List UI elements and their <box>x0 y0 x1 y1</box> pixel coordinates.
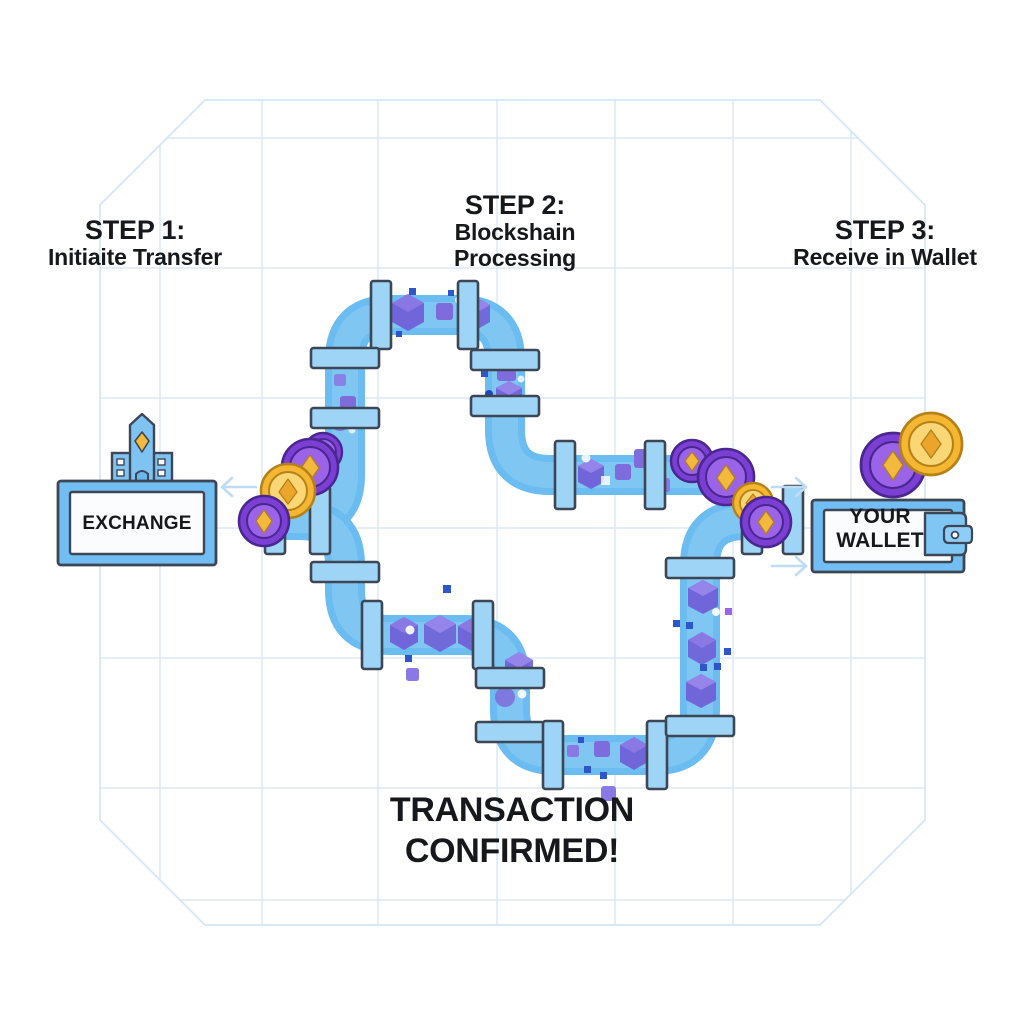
exchange-node[interactable] <box>56 412 218 567</box>
step-2-subtitle-line1: Blockshain <box>454 219 576 246</box>
flange-lowmid-bottom <box>474 720 546 744</box>
flange-mid-left <box>553 439 577 511</box>
exchange-label: EXCHANGE <box>70 513 204 535</box>
arrow-right-wallet-top <box>770 476 808 498</box>
flange-top-right <box>456 279 480 351</box>
caption-line1: TRANSACTION <box>389 791 635 829</box>
step-2-label: STEP 2: Blockshain Processing <box>400 190 630 272</box>
step-3-subtitle: Receive in Wallet <box>793 244 977 271</box>
arrow-left-exchange <box>220 476 258 498</box>
flange-top-left <box>369 279 393 351</box>
step-2-subtitle-line2: Processing <box>454 244 576 271</box>
arrow-right-wallet-bottom <box>770 555 808 577</box>
exchange-label-text: EXCHANGE <box>82 513 192 534</box>
wallet-label-line1: YOUR <box>849 505 911 528</box>
flange-upright-bottom <box>469 394 541 418</box>
wallet-label-line2: WALLET <box>836 529 924 553</box>
step-1-subtitle: Initiaite Transfer <box>47 244 223 271</box>
flange-lowleft-vert <box>309 560 381 584</box>
transaction-confirmed-caption: TRANSACTION CONFIRMED! <box>0 790 1024 873</box>
coin-purple-3 <box>237 494 291 548</box>
flange-lowleft-left <box>360 599 384 671</box>
flange-bottom-left <box>541 719 565 791</box>
coin-purple-6 <box>739 495 793 549</box>
pipe-upper-run <box>255 295 735 540</box>
exchange-screen <box>68 490 206 556</box>
flange-lowleft-right <box>471 599 495 671</box>
step-3-heading: STEP 3: <box>834 215 936 245</box>
coin-gold-3 <box>898 411 964 477</box>
step-1-label: STEP 1: Initiaite Transfer <box>20 215 250 271</box>
flange-right-vert-bottom <box>664 714 736 738</box>
wallet-clasp-icon <box>923 511 974 557</box>
flow-arrow-group <box>220 476 808 577</box>
wallet-label: YOUR WALLET <box>824 505 936 554</box>
token-coins <box>237 411 964 549</box>
caption-line2: CONFIRMED! <box>404 832 620 871</box>
flange-upleft-bottom <box>309 406 381 430</box>
step-2-heading: STEP 2: <box>464 190 566 220</box>
flange-lowmid-top <box>474 666 546 690</box>
flange-right-vert-top <box>664 556 736 580</box>
wallet-node[interactable] <box>810 498 974 574</box>
flange-upright-top <box>469 348 541 372</box>
step-1-heading: STEP 1: <box>84 215 186 245</box>
step-3-label: STEP 3: Receive in Wallet <box>760 215 1010 271</box>
octagon-vignette-border <box>99 99 926 926</box>
coin-gold-1 <box>259 462 317 520</box>
flange-bottom-right <box>645 719 669 791</box>
bank-building-icon <box>110 412 174 493</box>
flange-mid-right <box>643 439 667 511</box>
flange-upleft-top <box>309 346 381 370</box>
